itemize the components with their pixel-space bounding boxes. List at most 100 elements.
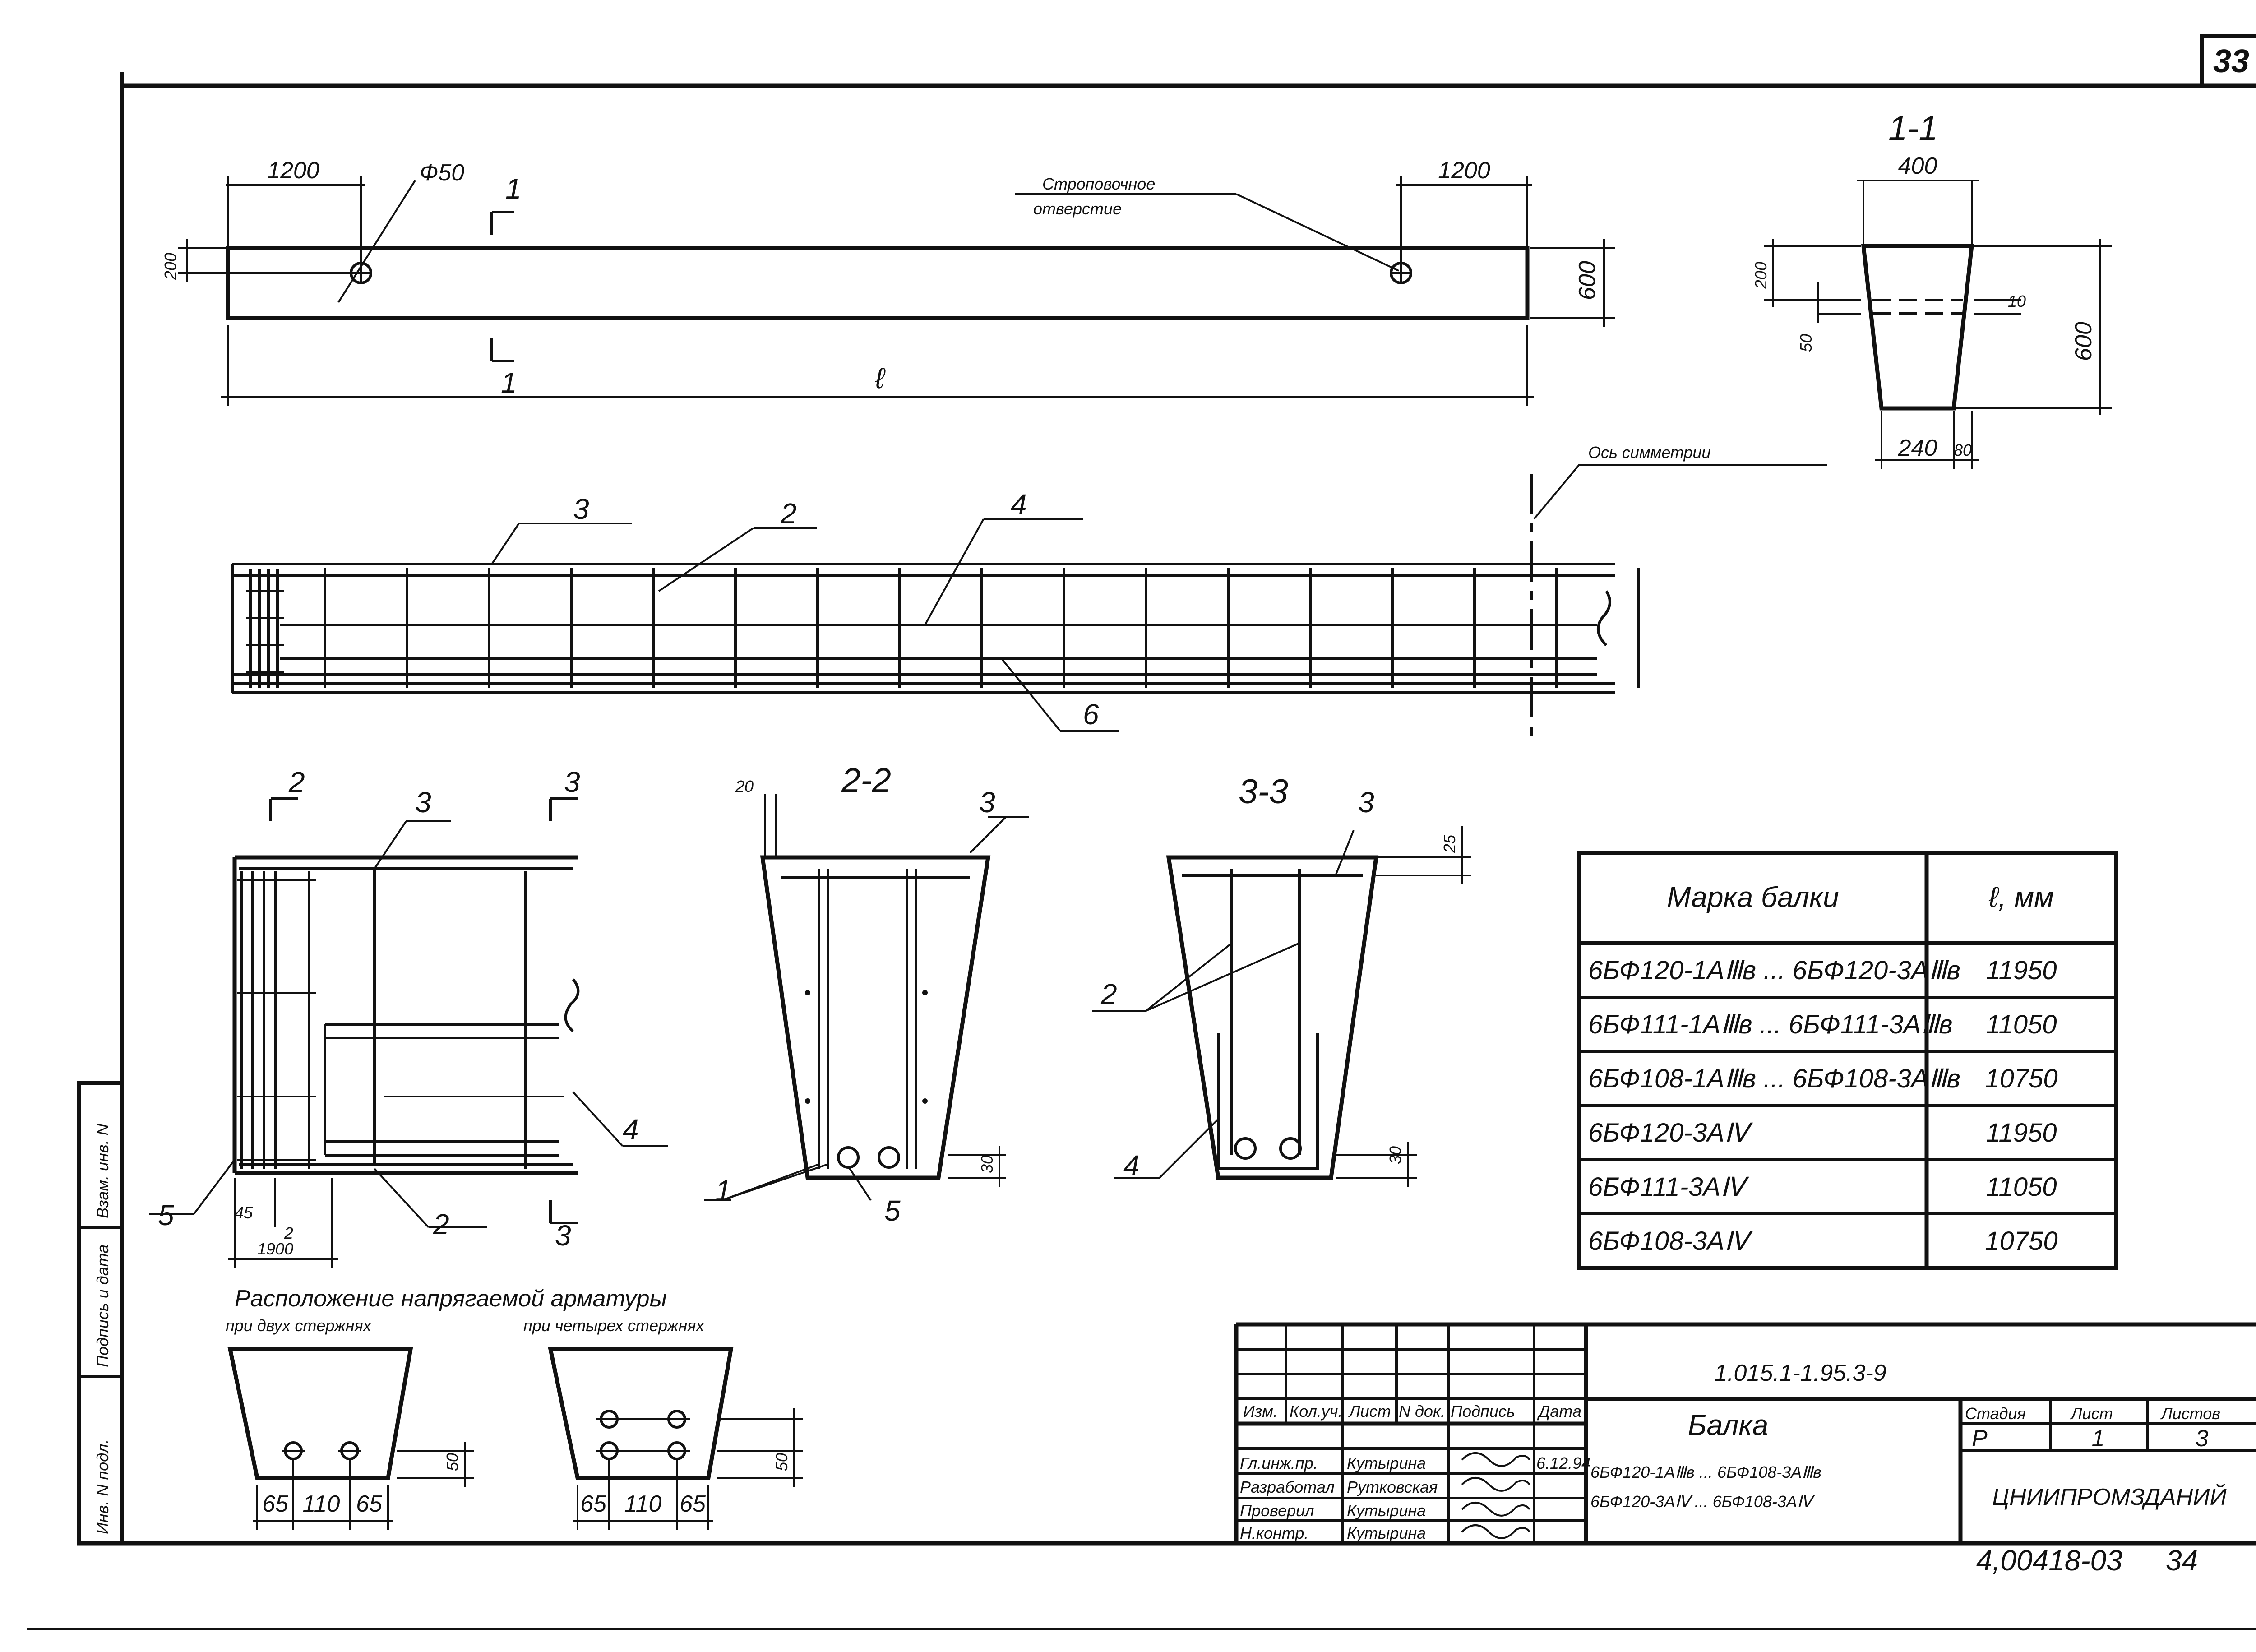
item-line1: 6БФ120-1АⅢв ... 6БФ108-3АⅢв: [1590, 1463, 1821, 1481]
dim-240: 240: [1898, 435, 1937, 461]
stamp-inventory: Инв. N подл.: [93, 1439, 112, 1534]
tendon-layout-title: Расположение напрягаемой арматуры: [235, 1286, 667, 1312]
section-mark-top: 1: [505, 172, 522, 205]
s22-callout-1: 1: [715, 1174, 731, 1207]
item-line2: 6БФ120-3АⅣ ... 6БФ108-3АⅣ: [1590, 1492, 1815, 1511]
four-dim-110: 110: [624, 1491, 662, 1517]
col-izm: Изм.: [1243, 1402, 1278, 1421]
table-row-6-mark: 6БФ108-3АⅣ: [1588, 1226, 1753, 1256]
callout-2: 2: [780, 497, 797, 530]
archive-page: 34: [2166, 1544, 2198, 1577]
dim-200-edge: 200: [161, 253, 180, 280]
role-2: Разработал: [1240, 1478, 1335, 1496]
table-row-6-length: 10750: [1985, 1226, 2057, 1256]
table-header-mark: Марка балки: [1667, 881, 1839, 913]
table-row-3-mark: 6БФ108-1АⅢв ... 6БФ108-3АⅢв: [1588, 1064, 1960, 1093]
detail-mark-3-top: 3: [564, 766, 580, 798]
col-podpis: Подпись: [1451, 1402, 1515, 1421]
detail-callout-5: 5: [158, 1199, 174, 1231]
dim-600-side: 600: [2071, 322, 2097, 361]
dim-20: 20: [735, 777, 754, 796]
col-list: Лист: [1348, 1402, 1391, 1421]
dim-200-side: 200: [1752, 262, 1770, 289]
two-dim-65a: 65: [262, 1491, 289, 1517]
table-header-length: ℓ, мм: [1988, 881, 2054, 913]
name-1: Кутырина: [1347, 1454, 1426, 1472]
stamp-replacement: Взам. инв. N: [93, 1123, 112, 1218]
dim-1900: 1900: [257, 1240, 293, 1258]
detail-mark-3-bottom: 3: [555, 1219, 571, 1252]
four-dim-50: 50: [772, 1453, 791, 1471]
name-4: Кутырина: [1347, 1524, 1426, 1542]
dim-1200-right: 1200: [1438, 157, 1490, 184]
symmetry-axis-label: Ось симметрии: [1588, 443, 1711, 462]
four-dim-65a: 65: [580, 1491, 607, 1517]
callout-6: 6: [1083, 698, 1099, 731]
four-dim-65b: 65: [680, 1491, 706, 1517]
section-2-2: 2-2 20 3 30 1 5: [704, 761, 1029, 1227]
date-1: 6.12.94: [1536, 1454, 1590, 1472]
two-bars-label: при двух стержнях: [226, 1316, 372, 1335]
table-row-1-mark: 6БФ120-1АⅢв ... 6БФ120-3АⅢв: [1588, 956, 1960, 985]
four-bars-label: при четырех стержнях: [523, 1316, 705, 1335]
beam-elevation: 1200 1200 Ф50 1 1 200 600 ℓ Строповочное…: [161, 157, 1615, 406]
table-row-5-mark: 6БФ111-3АⅣ: [1588, 1172, 1749, 1202]
dim-30-22: 30: [978, 1155, 996, 1173]
col-kol: Кол.уч.: [1290, 1402, 1342, 1421]
doc-code: 1.015.1-1.95.3-9: [1714, 1360, 1886, 1386]
section-2-2-title: 2-2: [841, 761, 891, 800]
section-1-1: 1-1 400 200 50 10 600 240 80: [1752, 109, 2112, 469]
section-3-3-title: 3-3: [1239, 773, 1288, 811]
page-number-box: [2200, 34, 2256, 88]
dim-400: 400: [1898, 153, 1937, 179]
detail-mark-2: 2: [288, 766, 305, 798]
col-data: Дата: [1537, 1402, 1581, 1421]
stage-value: Р: [1972, 1425, 1988, 1452]
table-row-4-length: 11950: [1986, 1118, 2057, 1148]
name-3: Кутырина: [1347, 1501, 1426, 1520]
beam-mark-table: Марка балки ℓ, мм 6БФ120-1АⅢв ... 6БФ120…: [1577, 851, 2118, 1270]
dim-45: 45: [235, 1203, 253, 1222]
item-name: Балка: [1688, 1409, 1768, 1441]
dim-10-side: 10: [2008, 292, 2026, 310]
s22-callout-3: 3: [979, 786, 995, 819]
dim-25: 25: [1440, 834, 1459, 853]
dim-30-33: 30: [1386, 1146, 1405, 1164]
organization: ЦНИИПРОМЗДАНИЙ: [1992, 1484, 2227, 1510]
detail-callout-4: 4: [623, 1113, 639, 1146]
table-row-5-length: 11050: [1986, 1172, 2057, 1202]
end-detail: 2 3 3 3 4 2 5 45 2 1900: [149, 766, 668, 1268]
dim-2: 2: [284, 1224, 293, 1242]
sheet-label: Лист: [2070, 1404, 2113, 1423]
table-row-3-length: 10750: [1985, 1064, 2057, 1093]
section-1-1-title: 1-1: [1888, 109, 1938, 148]
table-row-1-length: 11950: [1986, 956, 2057, 985]
s33-callout-4: 4: [1123, 1149, 1140, 1182]
side-stamp: Взам. инв. N Подпись и дата Инв. N подл.: [77, 1081, 124, 1546]
reinforcement-cage: [231, 563, 1640, 694]
col-ndok: N док.: [1399, 1402, 1445, 1421]
sheet-frame: [120, 83, 2256, 1546]
s33-callout-3: 3: [1358, 786, 1374, 819]
s33-callout-2: 2: [1100, 978, 1117, 1010]
dim-50-side: 50: [1797, 334, 1815, 352]
tendon-layout: Расположение напрягаемой арматуры при дв…: [226, 1286, 803, 1530]
detail-callout-3: 3: [415, 786, 431, 819]
stage-label: Стадия: [1965, 1404, 2026, 1423]
two-dim-50: 50: [443, 1453, 462, 1471]
sheets-value: 3: [2196, 1425, 2209, 1452]
two-dim-65b: 65: [356, 1491, 383, 1517]
title-block: Изм. Кол.уч. Лист N док. Подпись Дата Гл…: [1234, 1322, 2256, 1577]
lifting-note-line1: Строповочное: [1042, 175, 1155, 193]
dim-600-height: 600: [1574, 261, 1600, 300]
two-dim-110: 110: [303, 1491, 340, 1517]
table-row-4-mark: 6БФ120-3АⅣ: [1588, 1118, 1753, 1148]
sheets-label: Листов: [2160, 1404, 2220, 1423]
hole-diameter-label: Ф50: [420, 160, 464, 186]
role-1: Гл.инж.пр.: [1240, 1454, 1318, 1472]
callout-3: 3: [573, 493, 589, 525]
table-row-2-mark: 6БФ111-1АⅢв ... 6БФ111-3АⅢв: [1588, 1010, 1953, 1039]
section-mark-bottom: 1: [501, 366, 517, 399]
archive-number: 4,00418-03: [1976, 1544, 2122, 1577]
